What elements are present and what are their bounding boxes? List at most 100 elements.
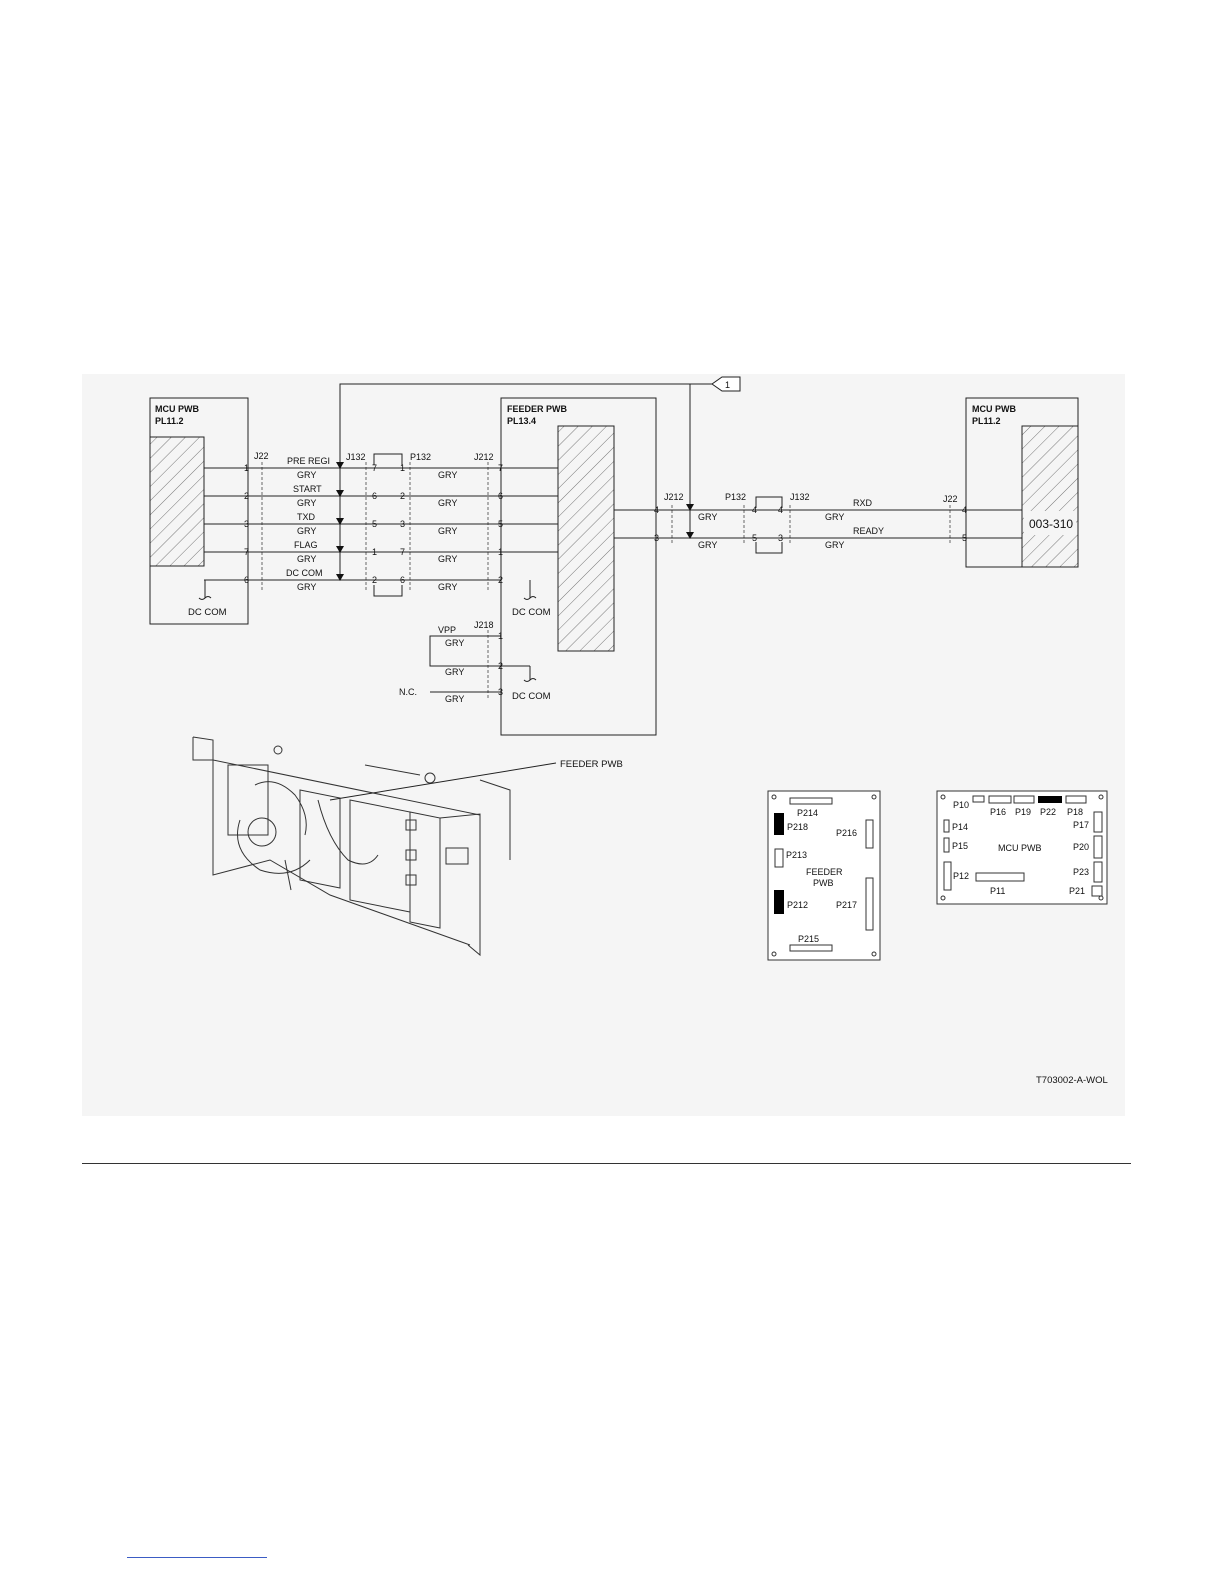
j218-color-2: GRY [445,667,464,677]
connector-dividers [261,462,951,700]
right-wire-row: 3 GRY 5 3 GRY READY 5 [654,526,967,550]
mcu-right-hatch [1021,425,1079,568]
left-color-2: GRY [438,582,457,592]
callout-leader [329,762,557,801]
left-color: GRY [297,470,316,480]
p214-label: P214 [797,808,818,818]
error-code: 003-310 [1029,517,1073,531]
left-color: GRY [297,582,316,592]
left-wire-lines [204,467,558,581]
left-p132-pin: 6 [400,575,405,585]
right-j132-pin: 3 [778,533,783,543]
right-p132-pin: 4 [752,505,757,515]
p10-label: P10 [953,800,969,810]
flag-ref-number: 1 [725,380,730,390]
left-wire-row: 7 FLAG GRY 1 7 GRY 1 [244,540,503,564]
left-wire-row: 1 PRE REGI GRY 7 1 GRY 7 [244,456,503,480]
callout-label: FEEDER PWB [560,759,623,770]
signal-bus [339,383,712,580]
left-wire-row: 2 START GRY 6 2 GRY 6 [244,484,503,508]
p212-connector [774,890,784,914]
left-j22-pin: 2 [244,491,249,501]
left-wire-row: 3 TXD GRY 5 3 GRY 5 [244,512,503,536]
mcu-left-ref: PL11.2 [155,416,184,426]
right-color-b: GRY [825,540,844,550]
ground-icon [523,580,537,600]
mount-hole-icon [940,794,1104,901]
p21-connector [1091,885,1103,897]
right-wire-lines [614,509,1022,539]
p16-connector [988,795,1012,804]
left-p132-pin: 3 [400,519,405,529]
mcu-left-ground-label: DC COM [188,607,227,618]
right-j22-pin: 4 [962,505,967,515]
p20-label: P20 [1073,842,1089,852]
left-j132-pin: 6 [372,491,377,501]
p21-label: P21 [1069,886,1085,896]
feeder-ref: PL13.4 [507,416,536,426]
left-j132-pin: 2 [372,575,377,585]
p22-label: P22 [1040,807,1056,817]
p215-connector [789,944,833,952]
p17-connector [1093,811,1103,833]
left-p132-pin: 2 [400,491,405,501]
left-signal: TXD [297,512,316,522]
left-signal: PRE REGI [287,456,330,466]
left-color-2: GRY [438,554,457,564]
left-color-2: GRY [438,470,457,480]
right-p132-label: P132 [725,492,746,502]
section-divider [82,1163,1131,1164]
right-wire-row: 4 GRY 4 4 GRY RXD 4 [654,498,967,522]
p217-connector [865,877,874,931]
right-p132-pin: 5 [752,533,757,543]
right-j212-pin: 4 [654,505,659,515]
left-j22-pin: 3 [244,519,249,529]
feeder-box [500,397,657,736]
mount-hole-icon [771,794,877,957]
p132-label: P132 [410,452,431,462]
mcu-board-outline [936,790,1108,905]
left-signal: DC COM [286,568,323,578]
left-j22-pin: 7 [244,547,249,557]
p218-connector [774,813,784,835]
p22-connector [1038,796,1062,803]
mcu-left-connector: J22 [254,451,269,461]
right-j22-pin: 5 [962,533,967,543]
p19-label: P19 [1015,807,1031,817]
p16-label: P16 [990,807,1006,817]
left-j132-pin: 7 [372,463,377,473]
p15-label: P15 [952,841,968,851]
mcu-pwb-right: MCU PWB PL11.2 J22 003-310 [943,397,1079,568]
j218-ground-label: DC COM [512,691,551,702]
p214-connector [789,797,833,805]
left-j212-pin: 6 [498,491,503,501]
mcu-right-connector: J22 [943,494,958,504]
feeder-board-outline [767,790,881,961]
p23-connector [1093,861,1103,883]
p14-connector [943,819,950,833]
j218-pin-1: 1 [498,631,503,641]
j218-color-3: GRY [445,694,464,704]
p17-label: P17 [1073,820,1089,830]
feeder-hatch [557,425,615,652]
right-signal: READY [853,526,884,536]
machine-illustration [192,736,511,957]
left-color-2: GRY [438,526,457,536]
mcu-right-ref: PL11.2 [972,416,1001,426]
right-j132-pin: 4 [778,505,783,515]
p18-connector [1065,795,1087,804]
j218-signal: VPP [438,625,456,635]
p216-connector [865,819,874,849]
feeder-board-layout: P214 P218 P216 P213 FEEDER PWB P212 P217… [767,790,881,961]
left-color: GRY [297,498,316,508]
j218-color-1: GRY [445,638,464,648]
mcu-left-title: MCU PWB [155,404,199,414]
footer-link-underline[interactable] [127,1557,267,1558]
right-color-b: GRY [825,512,844,522]
j132-label: J132 [346,452,366,462]
p11-connector [975,872,1025,882]
left-j132-pin: 1 [372,547,377,557]
p18-label: P18 [1067,807,1083,817]
p20-connector [1093,835,1103,859]
figure-id: T703002-A-WOL [1036,1075,1108,1086]
